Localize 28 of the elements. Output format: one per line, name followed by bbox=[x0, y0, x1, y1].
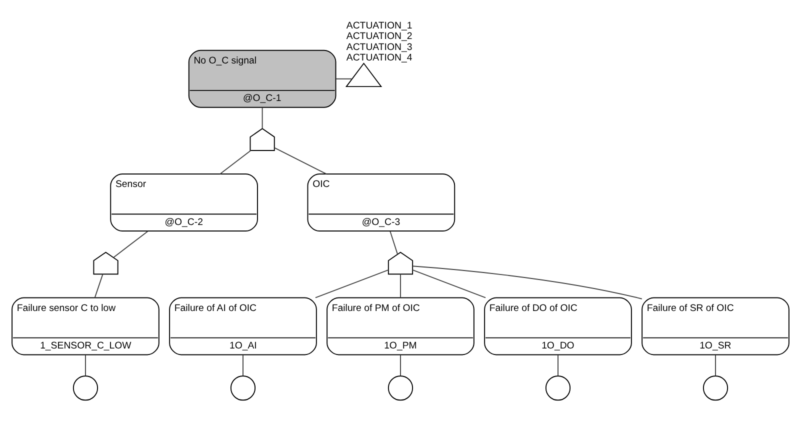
node-circle bbox=[545, 376, 571, 401]
connector bbox=[274, 147, 327, 174]
connector bbox=[336, 78, 353, 80]
connector bbox=[412, 266, 642, 300]
connector bbox=[400, 274, 401, 298]
node-label: ACTUATION_2 bbox=[346, 31, 412, 42]
node-label: ACTUATION_3 bbox=[346, 42, 412, 53]
connector bbox=[314, 269, 389, 298]
node-gate bbox=[93, 252, 118, 275]
connector bbox=[220, 150, 252, 174]
node-circle bbox=[72, 376, 98, 401]
node-circle bbox=[388, 376, 414, 401]
node-triangle bbox=[345, 62, 382, 88]
connector bbox=[715, 354, 716, 376]
connector bbox=[242, 354, 244, 376]
connector bbox=[262, 107, 263, 129]
connector bbox=[412, 269, 486, 298]
node-gate bbox=[250, 128, 275, 151]
connector bbox=[113, 230, 148, 258]
connector bbox=[390, 230, 398, 255]
node-circle bbox=[230, 376, 256, 401]
node-label: ACTUATION_4 bbox=[346, 52, 412, 64]
connector bbox=[400, 354, 401, 376]
node-circle bbox=[702, 376, 728, 401]
node-label: ACTUATION_1 bbox=[346, 20, 412, 32]
connector bbox=[85, 354, 86, 376]
node-gate bbox=[388, 252, 414, 275]
connector bbox=[94, 274, 104, 298]
